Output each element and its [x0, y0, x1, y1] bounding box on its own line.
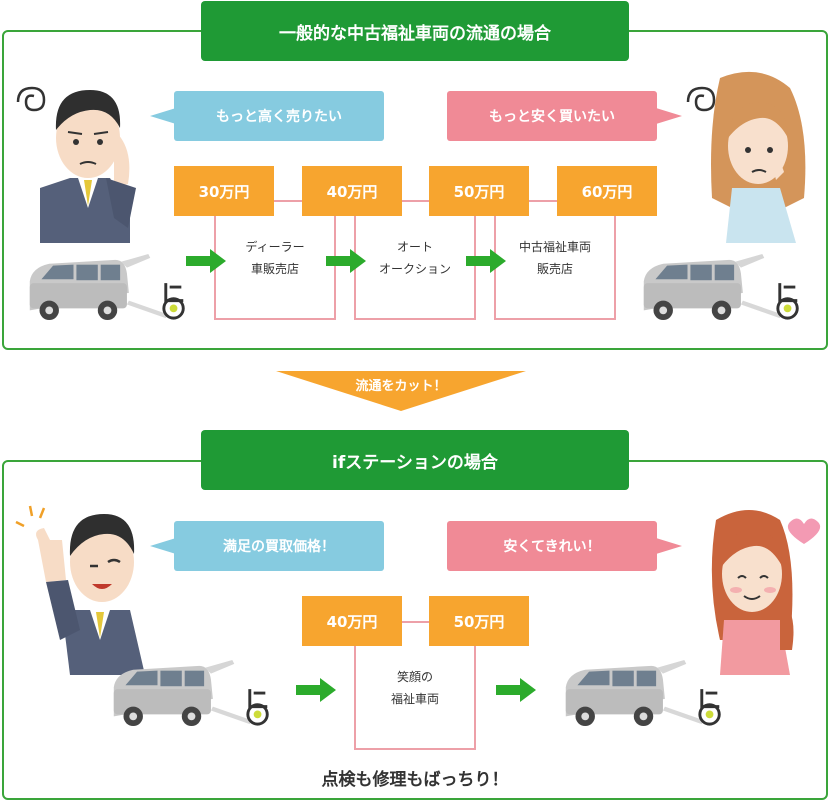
seller-speech-bubble: もっと高く売りたい [174, 91, 384, 141]
seller-bubble-text: もっと高く売りたい [216, 109, 342, 125]
stage-used-dealer-label: 中古福祉車両 販売店 [518, 240, 591, 276]
cut-label: 流通をカット！ [355, 379, 447, 394]
price-connector-line [270, 200, 560, 202]
worried-woman-illustration [686, 71, 806, 243]
bubble-tail [150, 538, 176, 554]
flow-arrow-icon [326, 249, 366, 273]
buyer-speech-bubble: 安くてきれい！ [447, 521, 657, 571]
confusion-swirl-icon [16, 86, 46, 112]
stage-dealer-label: ディーラー 車販売店 [245, 240, 305, 276]
stage-auction [354, 216, 476, 320]
seller-bubble-text: 満足の買取価格！ [223, 539, 335, 555]
stage-dealer [214, 216, 336, 320]
cut-down-arrow-icon [276, 371, 526, 411]
buyer-bubble-text: 安くてきれい！ [503, 539, 601, 555]
stage-auction-label: オート オークション [378, 240, 451, 276]
price-box-40: 40万円 [302, 596, 402, 646]
happy-man-illustration [15, 505, 145, 675]
bottom-footer-text: 点検も修理もばっちり！ [321, 770, 509, 790]
price-box-50: 50万円 [429, 596, 529, 646]
bubble-tail [656, 538, 682, 554]
welfare-van-icon [556, 660, 731, 728]
happy-woman-illustration [711, 510, 821, 675]
seller-speech-bubble: 満足の買取価格！ [174, 521, 384, 571]
confusion-swirl-icon [686, 86, 716, 112]
buyer-speech-bubble: もっと安く買いたい [447, 91, 657, 141]
bubble-tail [150, 108, 176, 124]
stage-smile-van-label: 笑顔の 福祉車両 [390, 670, 439, 706]
bubble-tail [656, 108, 682, 124]
welfare-van-icon [20, 254, 195, 322]
heart-icon [787, 518, 821, 544]
buyer-bubble-text: もっと安く買いたい [489, 109, 615, 125]
price-box-60: 60万円 [557, 166, 657, 216]
flow-arrow-icon [296, 678, 336, 702]
welfare-van-icon [104, 660, 279, 728]
worried-man-illustration [16, 86, 136, 243]
flow-arrow-icon [466, 249, 506, 273]
price-connector-line [400, 621, 432, 623]
price-box-50: 50万円 [429, 166, 529, 216]
price-box-40: 40万円 [302, 166, 402, 216]
welfare-van-icon [634, 254, 809, 322]
sparkle-icon [15, 505, 46, 528]
stage-used-dealer [494, 216, 616, 320]
stage-smile-van [354, 646, 476, 750]
price-box-30: 30万円 [174, 166, 274, 216]
top-panel-title: 一般的な中古福祉車両の流通の場合 [201, 1, 629, 61]
flow-arrow-icon [496, 678, 536, 702]
bottom-panel-title: ifステーションの場合 [201, 430, 629, 490]
